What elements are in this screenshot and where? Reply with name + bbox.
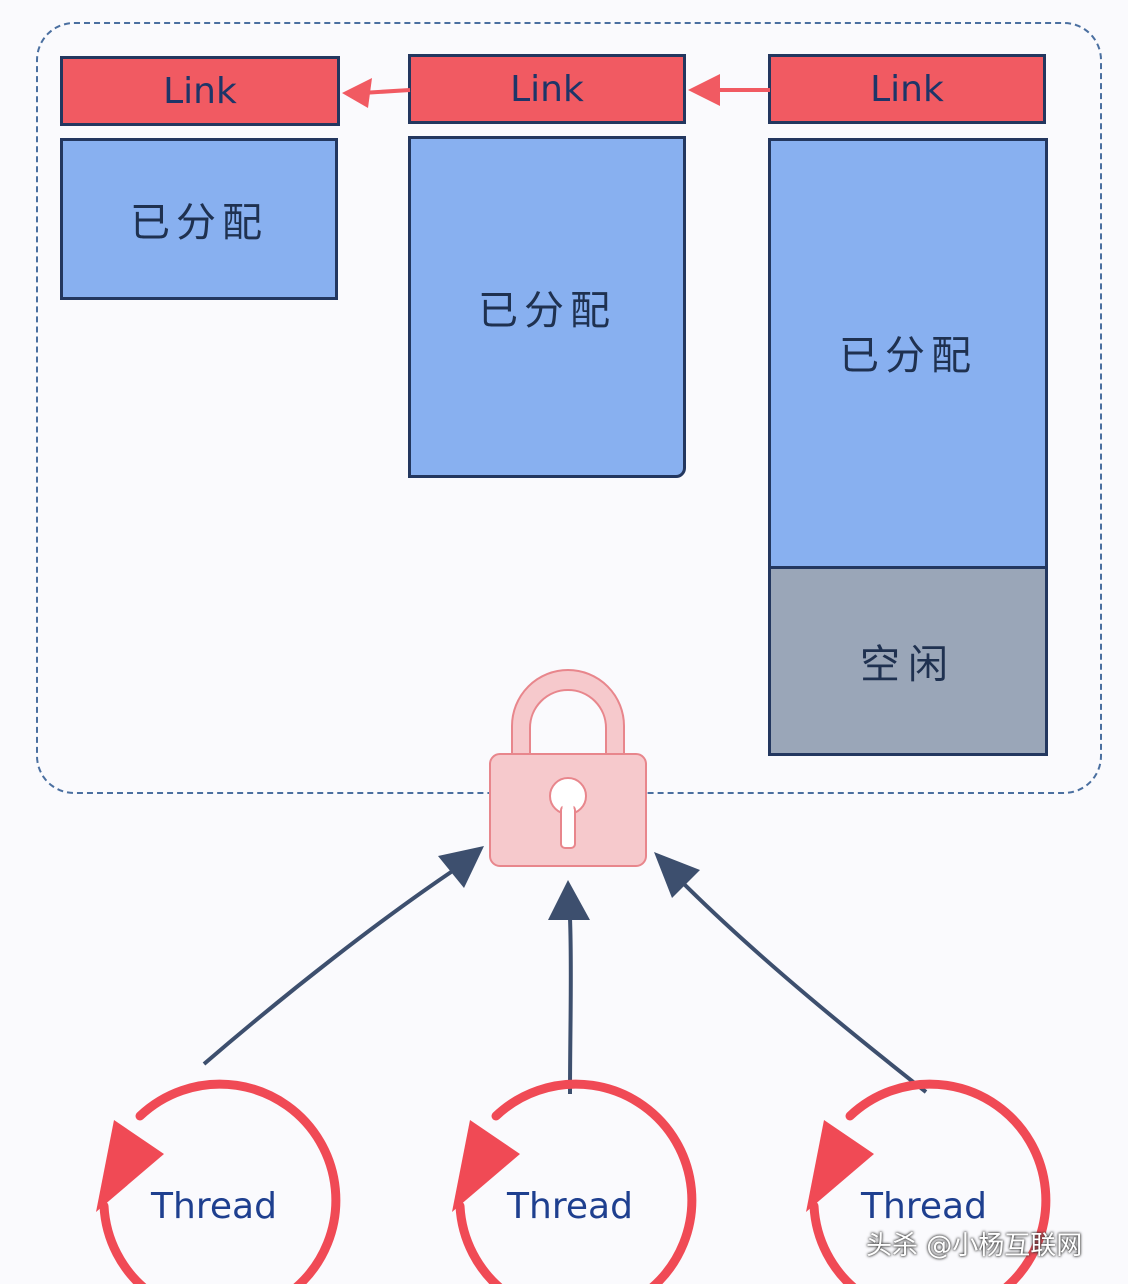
- allocated-block-2: 已分配: [408, 136, 686, 478]
- free-label: 空闲: [860, 642, 956, 688]
- link-label-2: Link: [510, 68, 584, 110]
- link-arrow-2-to-1: [342, 78, 411, 108]
- thread-label-2: Thread: [507, 1186, 633, 1227]
- link-label-1: Link: [163, 70, 237, 112]
- free-block: 空闲: [768, 566, 1048, 756]
- watermark-text: 头杀 @小杨互联网: [866, 1231, 1083, 1261]
- padlock-icon: [489, 669, 647, 867]
- allocated-label-3: 已分配: [839, 333, 977, 379]
- link-label-3: Link: [870, 68, 944, 110]
- allocated-block-3: 已分配: [768, 138, 1048, 570]
- link-header-1: Link: [60, 56, 340, 126]
- link-header-3: Link: [768, 54, 1046, 124]
- thread-2-cycle-icon: [452, 1079, 697, 1284]
- thread-3-cycle-icon: [806, 1079, 1051, 1284]
- thread-1-lock-arrow: [202, 846, 484, 1066]
- allocated-label-2: 已分配: [478, 288, 616, 334]
- thread-2-lock-arrow: [548, 880, 590, 1095]
- allocated-label-1: 已分配: [130, 200, 268, 246]
- thread-3-lock-arrow: [654, 852, 928, 1094]
- link-arrow-3-to-2: [688, 74, 770, 106]
- thread-label-3: Thread: [861, 1186, 987, 1227]
- allocated-block-1: 已分配: [60, 138, 338, 300]
- thread-1-cycle-icon: [96, 1079, 341, 1284]
- thread-label-1: Thread: [151, 1186, 277, 1227]
- link-header-2: Link: [408, 54, 686, 124]
